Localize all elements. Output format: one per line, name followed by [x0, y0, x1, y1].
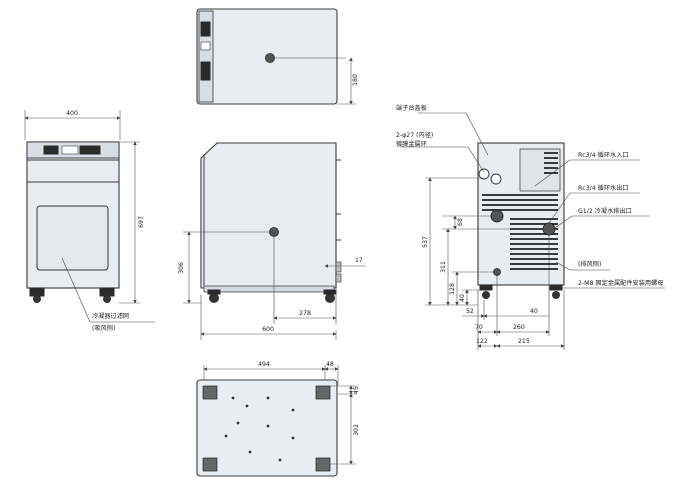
caster-rear-left: [202, 457, 218, 472]
label-grommet-2: 镀膜金属环: [396, 140, 427, 148]
top-view: 180: [196, 8, 359, 105]
dim-front-400: 400: [66, 110, 78, 117]
dim-top-180: 180: [352, 74, 359, 86]
caster-left: [209, 293, 219, 303]
label-exhaust: (排风侧): [578, 260, 601, 268]
rear-view: 端子台盖板 2-φ27 (内径) 镀膜金属环 Rc3/4 循环水入口 Rc3/4…: [396, 104, 665, 350]
dim-rear-40a: 40: [459, 294, 466, 302]
dim-bottom-45: 45: [353, 386, 360, 394]
dim-rear-70: 70: [475, 324, 483, 331]
dim-side-17: 17: [355, 257, 363, 264]
grille-middle: [482, 194, 558, 211]
grommet-left: [478, 168, 490, 180]
caster-front-right: [315, 385, 331, 400]
caster-left: [29, 287, 45, 297]
front-view: 400 697 冷凝器过滤网 (吸风侧): [24, 110, 155, 332]
label-filter-2: (吸风侧): [92, 324, 115, 332]
caster-right: [325, 293, 335, 303]
label-terminal-cover: 端子台盖板: [396, 104, 427, 112]
dim-rear-52: 52: [466, 308, 474, 315]
caster-right: [552, 291, 560, 299]
dim-side-278: 278: [299, 310, 311, 317]
dim-rear-122: 122: [476, 338, 488, 345]
display-panel: [200, 21, 211, 37]
bottom-view: 494 48 45 302: [196, 361, 360, 477]
label-inlet: Rc3/4 循环水入口: [578, 151, 629, 159]
grille-exhaust: [510, 218, 558, 270]
dim-front-697: 697: [138, 216, 145, 228]
dim-bottom-302: 302: [353, 424, 360, 436]
label-grommet-1: 2-φ27 (内径): [396, 131, 433, 139]
label-filter-1: 冷凝器过滤网: [92, 312, 129, 320]
display-panel: [43, 145, 59, 155]
label-drain: G1/2 冷凝水排出口: [578, 207, 632, 215]
caster-rear-right: [315, 457, 331, 472]
dim-rear-68: 68: [457, 218, 464, 226]
terminal-cover: [519, 148, 561, 192]
dim-bottom-494: 494: [258, 361, 270, 368]
dim-bottom-48: 48: [326, 361, 334, 368]
caster-front-left: [202, 385, 218, 400]
dim-rear-128: 128: [449, 283, 456, 295]
dim-rear-311: 311: [440, 261, 447, 273]
caster-right: [99, 287, 115, 297]
side-view: 306 278 600 17: [178, 142, 366, 340]
grommet-right: [490, 173, 502, 185]
caster-left: [482, 291, 490, 299]
mounting-holes: [224, 396, 295, 462]
dim-rear-537: 537: [422, 236, 429, 248]
dim-rear-260: 260: [513, 324, 525, 331]
dim-rear-40b: 40: [530, 308, 538, 315]
dim-rear-215: 215: [518, 338, 530, 345]
dim-side-306: 306: [178, 262, 185, 274]
control-buttons: [79, 145, 101, 155]
condenser-filter: [36, 205, 109, 271]
dim-side-600: 600: [262, 326, 274, 333]
grille-upper: [544, 152, 558, 174]
label-outlet: Rc3/4 循环水出口: [578, 184, 629, 192]
control-buttons: [200, 61, 211, 81]
label-bolt: 2-M8 固定金属配件安装用螺母: [578, 279, 663, 287]
